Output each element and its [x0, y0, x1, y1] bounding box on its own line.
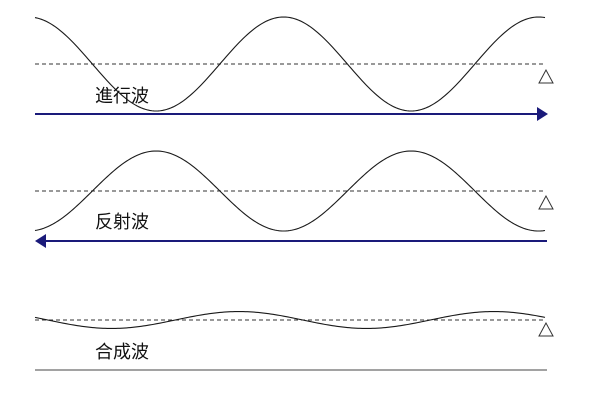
composite-wave-label: 合成波 [95, 342, 149, 363]
traveling-wave-label: 進行波 [95, 86, 149, 107]
traveling-wave-curve [34, 16, 546, 112]
reflected-wave-label: 反射波 [95, 212, 149, 233]
node-marker-icon [538, 68, 554, 84]
panel-reflected: 反射波 [34, 150, 554, 248]
panel-traveling: 進行波 [34, 16, 554, 121]
node-marker-icon [538, 321, 554, 337]
arrow-left-icon [35, 234, 46, 248]
panel-composite: 合成波 [34, 310, 554, 371]
composite-wave-curve [34, 310, 546, 330]
node-marker-icon [538, 194, 554, 210]
arrow-right-icon [537, 107, 548, 121]
reflected-wave-curve [34, 150, 546, 232]
